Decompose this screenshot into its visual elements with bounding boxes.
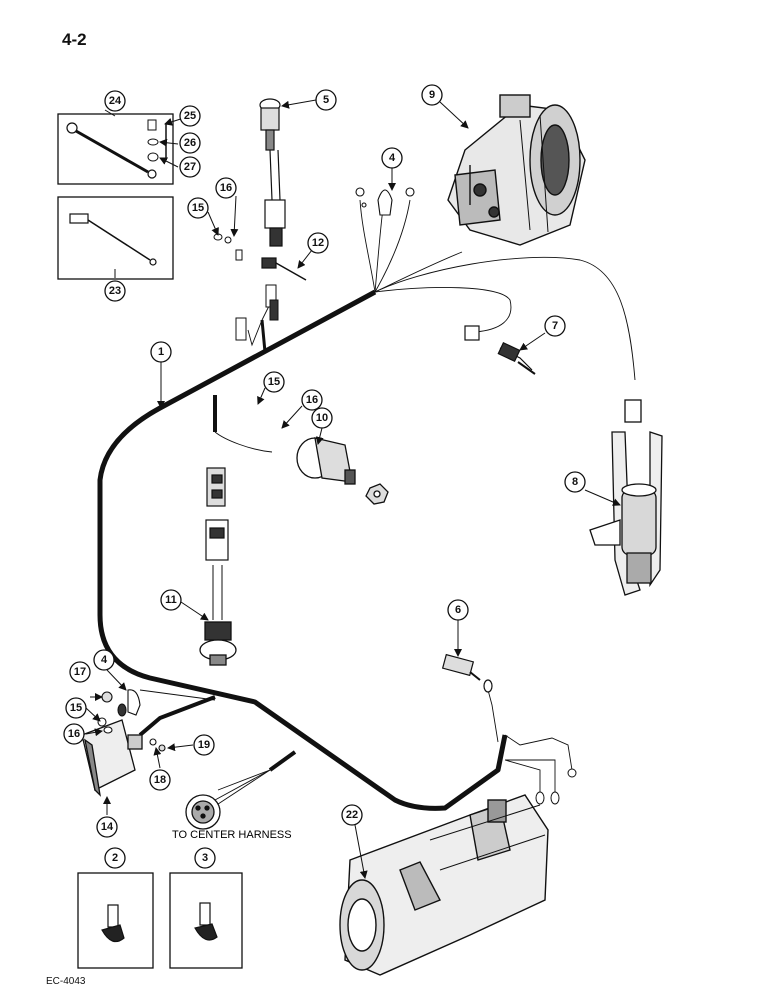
callout-12-label: 12: [312, 237, 324, 249]
callout-14: [96, 816, 118, 838]
callout-7-label: 7: [552, 320, 558, 332]
pressure-switch-5: [259, 98, 286, 247]
callout-11: [160, 589, 182, 611]
callout-10-label: 10: [316, 412, 328, 424]
callout-15-c: [65, 697, 87, 719]
callout-9: [421, 84, 443, 106]
terminal-connectors: [213, 233, 279, 341]
figure-code: EC-4043: [46, 976, 86, 987]
callout-15-a: [187, 197, 209, 219]
center-harness-plug: [185, 794, 221, 830]
callout-6: [447, 599, 469, 621]
callout-12: [307, 232, 329, 254]
callout-1: [150, 341, 172, 363]
callout-16-a-label: 16: [220, 182, 232, 194]
callout-4-bottom: [93, 649, 115, 671]
harness-branch-center: [268, 750, 297, 772]
page-number: 4-2: [62, 30, 87, 49]
callout-9-label: 9: [429, 89, 435, 101]
harness-branch-sender-12: [260, 319, 267, 353]
pressure-sender-11: [199, 565, 237, 666]
callout-3: [194, 847, 216, 869]
ground-wire-box: [57, 196, 174, 280]
clip-3: [194, 902, 218, 941]
callout-18: [149, 769, 171, 791]
callout-16-a: [215, 177, 237, 199]
callout-7: [544, 315, 566, 337]
callout-24-label: 24: [109, 95, 122, 107]
callout-bubbles: [63, 84, 586, 869]
callout-5-label: 5: [323, 94, 329, 106]
ring-terminals-4: [355, 187, 415, 216]
callout-4-bottom-label: 4: [101, 654, 108, 666]
callout-5: [315, 89, 337, 111]
parts-4-15-16-17: [97, 689, 166, 752]
clip-box-3: [169, 872, 243, 969]
connector-stack: [205, 467, 229, 561]
alternator: [447, 94, 586, 246]
callout-19: [193, 734, 215, 756]
callout-4-top: [381, 147, 403, 169]
coil-8: [589, 399, 663, 596]
callout-19-label: 19: [198, 739, 210, 751]
callout-6-label: 6: [455, 604, 461, 616]
callout-16-c: [63, 723, 85, 745]
callout-1-label: 1: [158, 346, 164, 358]
callout-23: [104, 280, 126, 302]
callout-17-label: 17: [74, 666, 86, 678]
callout-27: [179, 156, 201, 178]
harness-branch-lower: [138, 695, 216, 737]
starter-motor: [339, 794, 549, 976]
callout-2: [104, 847, 126, 869]
callout-18-label: 18: [154, 774, 166, 786]
ground-wire: [69, 213, 157, 266]
callout-16-b: [301, 389, 323, 411]
sensor-10: [296, 437, 389, 505]
callout-27-label: 27: [184, 161, 196, 173]
ground-strap-box: [57, 113, 174, 185]
clip-box-2: [77, 872, 154, 969]
center-harness-note: TO CENTER HARNESS: [172, 829, 292, 841]
callout-8: [564, 471, 586, 493]
callout-3-label: 3: [202, 852, 208, 864]
callout-leaders: [85, 99, 621, 879]
callout-15-b-label: 15: [268, 376, 280, 388]
callout-15-a-label: 15: [192, 202, 204, 214]
callout-25-label: 25: [184, 110, 196, 122]
switch-6: [441, 653, 493, 693]
temp-sender-7: [464, 325, 536, 375]
callout-8-label: 8: [572, 476, 578, 488]
callout-14-label: 14: [101, 821, 114, 833]
callout-16-c-label: 16: [68, 728, 80, 740]
callout-22-label: 22: [346, 809, 358, 821]
callout-24: [104, 90, 126, 112]
callout-11-label: 11: [165, 594, 177, 606]
callout-26: [179, 132, 201, 154]
callout-15-c-label: 15: [70, 702, 82, 714]
callout-10: [311, 407, 333, 429]
callout-17: [69, 661, 91, 683]
hardware-25-27: [147, 119, 167, 162]
ground-strap: [66, 122, 157, 179]
callout-15-b: [263, 371, 285, 393]
starter-terminals: [535, 768, 577, 805]
control-unit-14: [81, 719, 143, 797]
callout-4-top-label: 4: [389, 152, 396, 164]
callout-16-b-label: 16: [306, 394, 318, 406]
callout-22: [341, 804, 363, 826]
callout-2-label: 2: [112, 852, 118, 864]
callout-25: [179, 105, 201, 127]
callout-23-label: 23: [109, 285, 121, 297]
sender-12: [261, 257, 307, 281]
clip-2: [101, 904, 125, 943]
callout-26-label: 26: [184, 137, 196, 149]
